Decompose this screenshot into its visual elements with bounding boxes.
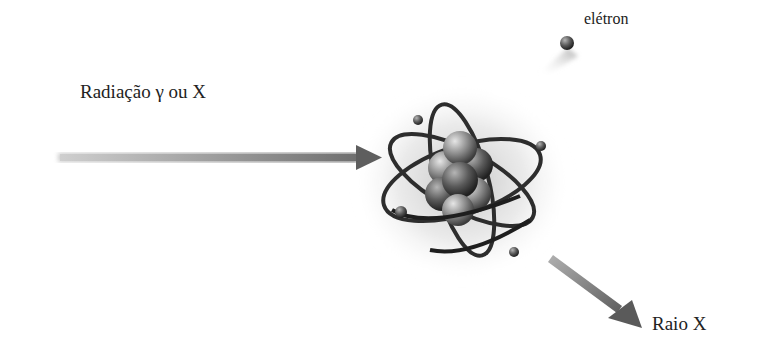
atom-orbits-front bbox=[392, 196, 530, 251]
orbit-electrons bbox=[395, 115, 546, 257]
atom-orbits bbox=[374, 98, 551, 262]
radiation-label: Radiação γ ou X bbox=[80, 82, 206, 103]
outgoing-xray-arrow bbox=[548, 255, 642, 328]
electron-label: elétron bbox=[584, 10, 628, 28]
incoming-arrow bbox=[58, 145, 382, 170]
ejected-electron bbox=[540, 36, 578, 76]
atom-nucleus bbox=[425, 131, 493, 226]
atom-glow bbox=[352, 82, 572, 282]
xray-label: Raio X bbox=[652, 314, 706, 335]
